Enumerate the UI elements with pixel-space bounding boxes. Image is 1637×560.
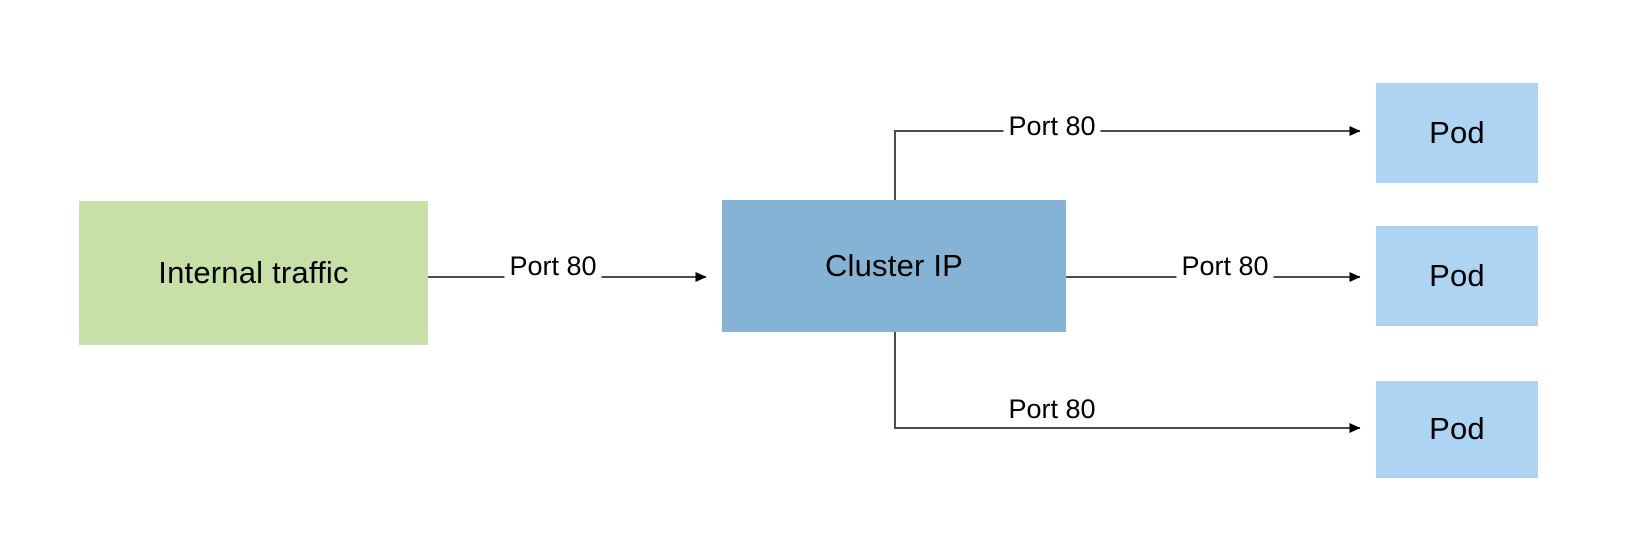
edge-label-cluster-to-pod-1: Port 80	[1003, 111, 1101, 140]
node-cluster-ip[interactable]: Cluster IP	[722, 200, 1066, 332]
edge-label-internal-to-cluster: Port 80	[504, 251, 602, 280]
node-pod-1-label: Pod	[1429, 114, 1485, 150]
node-internal-traffic-label: Internal traffic	[158, 254, 349, 290]
node-pod-1[interactable]: Pod	[1376, 83, 1538, 183]
edge-label-cluster-to-pod-3: Port 80	[1003, 394, 1101, 423]
node-cluster-ip-label: Cluster IP	[824, 247, 964, 283]
edge-label-cluster-to-pod-2: Port 80	[1176, 251, 1274, 280]
edge-cluster-to-pod-1	[894, 126, 1361, 200]
edge-cluster-to-pod-3	[894, 332, 1361, 433]
node-pod-3-label: Pod	[1429, 411, 1485, 447]
node-internal-traffic[interactable]: Internal traffic	[79, 201, 428, 345]
node-pod-2[interactable]: Pod	[1376, 226, 1538, 326]
node-pod-3[interactable]: Pod	[1376, 381, 1538, 478]
node-pod-2-label: Pod	[1429, 257, 1485, 293]
